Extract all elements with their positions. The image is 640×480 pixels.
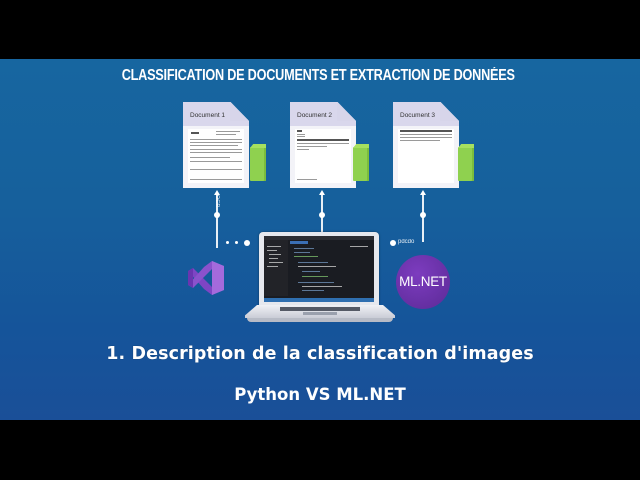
- document-1-label: Document 1: [190, 112, 226, 119]
- document-1-folder-icon: [250, 147, 266, 181]
- document-3-form-preview: [398, 129, 454, 183]
- connector-label-right: pdcdo: [398, 239, 415, 245]
- video-frame-slide: CLASSIFICATION DE DOCUMENTS ET EXTRACTIO…: [0, 59, 640, 420]
- document-3-label: Document 3: [400, 112, 436, 119]
- document-2-icon: Document 2: [290, 102, 356, 188]
- laptop-illustration: [245, 232, 395, 324]
- connector-node: [244, 240, 250, 246]
- document-1-icon: Document 1: [183, 102, 249, 188]
- visual-studio-logo-icon: [188, 261, 224, 295]
- document-2-label: Document 2: [297, 112, 333, 119]
- section-subheading: Python VS ML.NET: [234, 385, 406, 404]
- document-3-icon: Document 3: [393, 102, 459, 188]
- connector-node: [214, 212, 220, 218]
- code-editor-screen: [264, 236, 374, 302]
- document-1-form-preview: [188, 129, 244, 183]
- connector-node: [390, 240, 396, 246]
- connector-node: [319, 212, 325, 218]
- slide-title: CLASSIFICATION DE DOCUMENTS ET EXTRACTIO…: [121, 67, 515, 84]
- connector-line-right: [422, 194, 424, 242]
- connector-node: [226, 241, 229, 244]
- arrow-up-icon: [214, 190, 220, 195]
- mlnet-logo-icon: ML.NET: [396, 255, 450, 309]
- document-2-form-preview: [295, 129, 351, 183]
- connector-label-left: OCR: [214, 195, 220, 208]
- document-2-folder-icon: [353, 147, 369, 181]
- arrow-up-icon: [319, 190, 325, 195]
- arrow-up-icon: [420, 190, 426, 195]
- document-3-folder-icon: [458, 147, 474, 181]
- section-heading: 1. Description de la classification d'im…: [106, 344, 534, 364]
- connector-node: [420, 212, 426, 218]
- connector-line-left: [216, 194, 218, 248]
- connector-node: [235, 241, 238, 244]
